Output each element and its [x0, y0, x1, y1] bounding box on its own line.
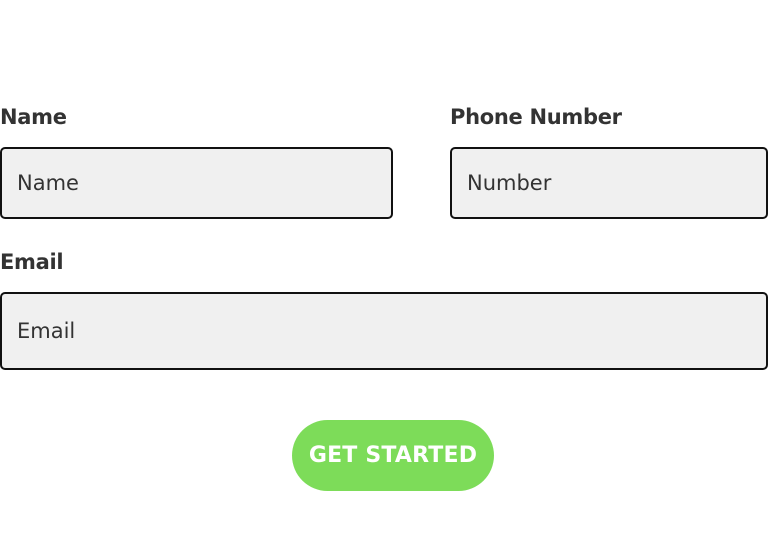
phone-number-label: Phone Number — [450, 105, 622, 129]
name-label: Name — [0, 105, 67, 129]
email-label: Email — [0, 250, 64, 274]
name-input[interactable] — [0, 147, 393, 219]
email-input[interactable] — [0, 292, 768, 370]
get-started-button[interactable]: GET STARTED — [292, 420, 494, 491]
phone-number-input[interactable] — [450, 147, 768, 219]
